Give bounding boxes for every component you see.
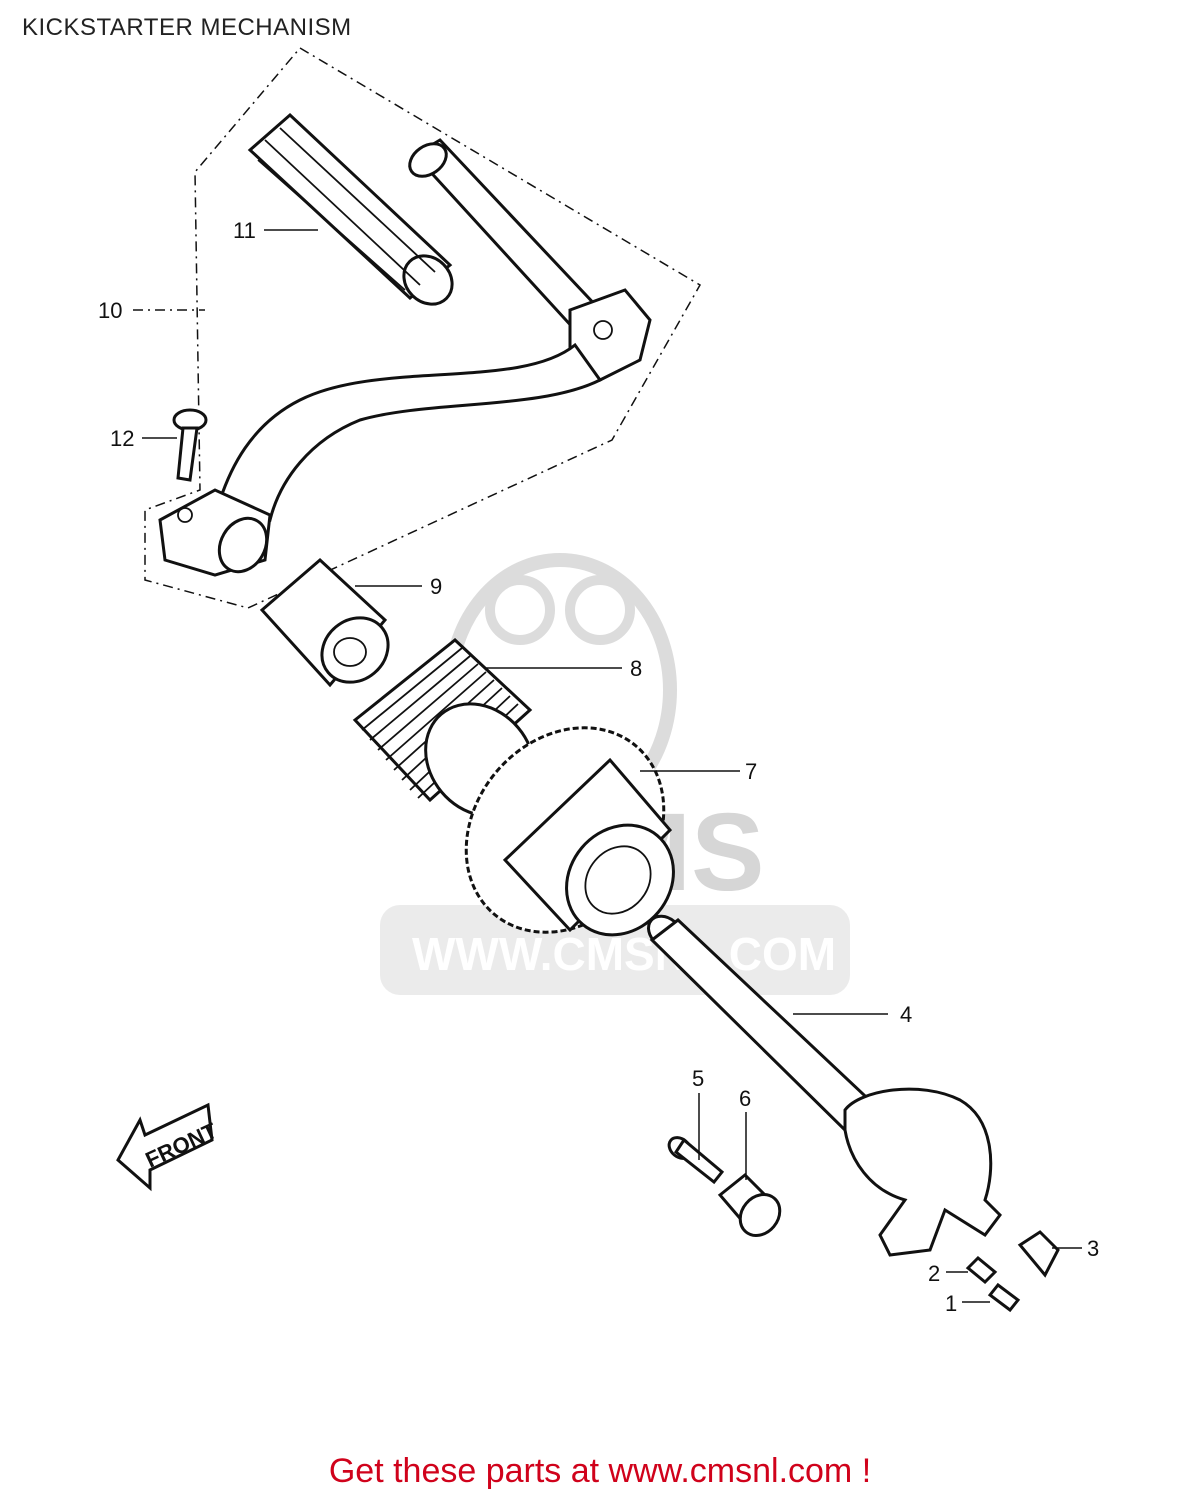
callout-11-label: 11 bbox=[233, 218, 256, 243]
page-title: KICKSTARTER MECHANISM bbox=[22, 14, 352, 41]
kick-shaft-bushing-bore bbox=[333, 637, 367, 667]
callout-6-label: 6 bbox=[739, 1086, 751, 1111]
front-direction-arrow: FRONT bbox=[116, 1102, 221, 1192]
kick-pedal-rubber bbox=[247, 112, 454, 306]
kick-pedal-assembly-outline bbox=[144, 47, 702, 609]
callout-12-label: 12 bbox=[110, 426, 134, 451]
kick-pedal-rubber-end bbox=[402, 254, 454, 306]
kick-pedal-rubber-body bbox=[247, 112, 453, 300]
callout-9-label: 9 bbox=[430, 574, 442, 599]
ratchet-cap bbox=[1017, 1230, 1060, 1278]
watermark-emblem-eye-left bbox=[485, 575, 555, 645]
kick-pedal-bolt-hole bbox=[177, 507, 193, 523]
callout-5-label: 5 bbox=[692, 1066, 704, 1091]
callout-10-label: 10 bbox=[98, 298, 122, 323]
kick-pedal-peg-end bbox=[408, 142, 448, 178]
callout-1-label: 1 bbox=[945, 1291, 957, 1316]
kick-pedal-clamp-bore bbox=[217, 516, 269, 574]
kick-pedal-lever bbox=[218, 342, 603, 523]
callout-7-label: 7 bbox=[745, 759, 757, 784]
kick-shaft-bushing bbox=[259, 557, 390, 688]
callout-3-label: 3 bbox=[1087, 1236, 1099, 1261]
kick-pedal-rubber-ribs bbox=[257, 127, 436, 291]
watermark-emblem-eye-right bbox=[565, 575, 635, 645]
front-arrow-shape bbox=[116, 1102, 214, 1192]
clamp-bolt bbox=[172, 408, 208, 482]
kick-shaft-bushing-end bbox=[320, 616, 390, 684]
callout-2-label: 2 bbox=[928, 1261, 940, 1286]
kick-pedal-pivot-hole bbox=[593, 320, 613, 340]
shaft-collar-face bbox=[738, 1193, 782, 1237]
ratchet-spring bbox=[965, 1255, 998, 1285]
callout-4-label: 4 bbox=[900, 1002, 912, 1027]
kick-shaft bbox=[647, 914, 1002, 1257]
clamp-bolt-shank bbox=[176, 426, 199, 482]
ratchet-pin bbox=[987, 1282, 1021, 1313]
callout-8-label: 8 bbox=[630, 656, 642, 681]
shaft-bolt-shank bbox=[673, 1137, 725, 1185]
kick-shaft-ratchet bbox=[843, 1087, 1002, 1257]
shaft-collar bbox=[717, 1172, 782, 1237]
kick-gear-bore bbox=[584, 845, 652, 915]
footer-link[interactable]: Get these parts at www.cmsnl.com ! bbox=[328, 1452, 872, 1490]
kick-gear bbox=[464, 726, 675, 937]
kick-gear-face bbox=[565, 823, 675, 937]
kick-pedal-arm bbox=[158, 138, 652, 577]
shaft-bolt bbox=[667, 1136, 725, 1185]
watermark-url: WWW.CMSNL.COM bbox=[412, 928, 836, 980]
